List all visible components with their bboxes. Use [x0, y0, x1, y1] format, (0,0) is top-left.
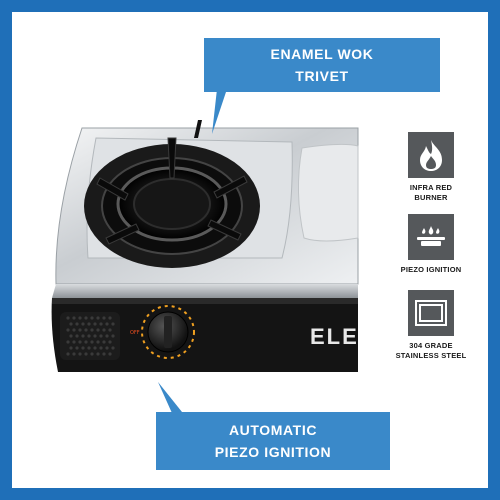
- brand-lettering: ELE: [310, 324, 359, 349]
- feature-2-line1: PIEZO IGNITION: [400, 265, 462, 274]
- vent-grille: [60, 312, 120, 360]
- piezo-burner-icon: [408, 214, 454, 260]
- feature-infrared-burner: INFRA RED BURNER: [381, 132, 481, 203]
- feature-piezo-ignition: PIEZO IGNITION: [381, 214, 481, 275]
- callout-bottom-line2: PIEZO IGNITION: [214, 444, 332, 460]
- ignition-knob: OFF: [130, 305, 195, 359]
- callout-bottom-line1: AUTOMATIC: [228, 422, 318, 438]
- flame-icon: [408, 132, 454, 178]
- feature-3-line1: 304 GRADE: [409, 341, 453, 350]
- pointer-top: [212, 80, 230, 134]
- callout-automatic-piezo-ignition: AUTOMATIC PIEZO IGNITION: [156, 412, 390, 470]
- product-card: OFF ELE ENAMEL WOK TRIVET AUTOMATIC PIEZ…: [12, 12, 488, 488]
- feature-304-stainless-steel: 304 GRADE STAINLESS STEEL: [381, 290, 481, 361]
- gas-stove-image: OFF ELE: [51, 80, 359, 422]
- callout-top-line1: ENAMEL WOK: [270, 46, 374, 62]
- burner: [84, 120, 260, 268]
- stainless-panel-icon: [408, 290, 454, 336]
- callout-enamel-wok-trivet: ENAMEL WOK TRIVET: [204, 38, 440, 92]
- feature-3-line2: STAINLESS STEEL: [395, 351, 467, 360]
- svg-text:OFF: OFF: [130, 330, 140, 336]
- feature-1-line1: INFRA RED: [409, 183, 453, 192]
- feature-1-line2: BURNER: [414, 193, 448, 202]
- callout-top-line2: TRIVET: [295, 68, 349, 84]
